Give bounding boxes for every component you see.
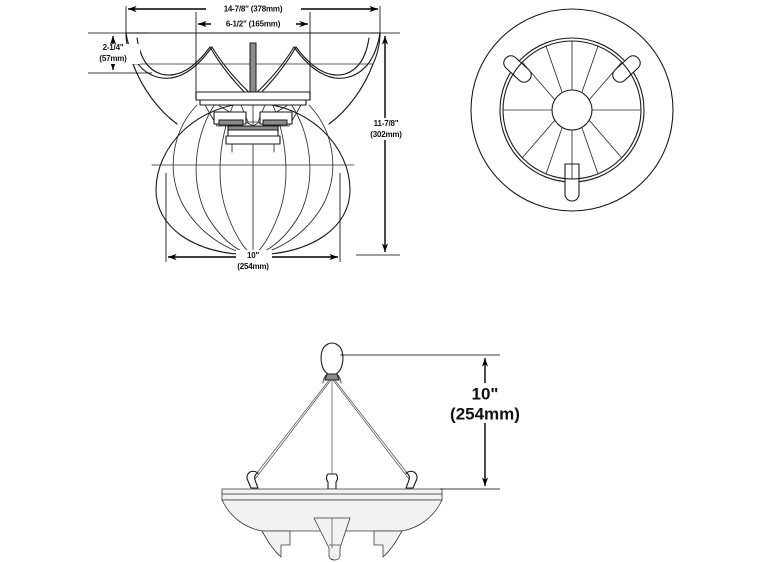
plate-hanging-tabs bbox=[261, 517, 403, 561]
mounting-tab-bottom bbox=[564, 163, 580, 202]
mounting-tab-upper-right bbox=[612, 55, 641, 83]
dimension-overall-height-label-mm: (302mm) bbox=[370, 130, 402, 139]
cable-hook-right bbox=[405, 470, 418, 489]
dimension-overall-width-label: 14-7/8" (378mm) bbox=[224, 5, 283, 14]
dimension-hanger-height-label-in: 10" bbox=[472, 384, 499, 403]
mounting-tabs bbox=[503, 55, 641, 202]
fitter-plate-second bbox=[199, 99, 307, 106]
dimension-inner-width-label: 6-1/2" (165mm) bbox=[226, 20, 281, 29]
hanger-view-dimensions: 10" (254mm) bbox=[340, 354, 533, 490]
front-elevation-view bbox=[125, 12, 381, 256]
dimension-globe-diameter: 10" (254mm) bbox=[165, 173, 341, 271]
dimension-overall-height-label-in: 11-7/8" bbox=[374, 119, 399, 128]
cable-hook-left bbox=[246, 470, 259, 489]
radial-ribs bbox=[502, 40, 642, 180]
petal-shade bbox=[125, 32, 381, 125]
cable-hooks bbox=[246, 470, 418, 490]
construction-lines bbox=[195, 12, 311, 100]
front-view-dimensions: 14-7/8" (378mm) 6-1/2" (165mm) 2-1/4" (5… bbox=[86, 3, 413, 271]
dimension-overall-width: 14-7/8" (378mm) bbox=[125, 3, 381, 33]
socket-body-band bbox=[227, 125, 279, 131]
top-plan-view bbox=[470, 8, 674, 212]
dimension-hanger-height-label-mm: (254mm) bbox=[450, 404, 520, 423]
dimension-flare-height: 2-1/4" (57mm) bbox=[86, 32, 152, 74]
socket-fitter-assembly bbox=[195, 42, 311, 153]
dimension-flare-height-label-mm: (57mm) bbox=[99, 54, 127, 63]
dimension-flare-height-label-in: 2-1/4" bbox=[103, 43, 124, 52]
dimension-globe-diameter-label-in: 10" bbox=[247, 251, 259, 260]
plate-rim bbox=[221, 488, 443, 501]
dimension-hanger-height: 10" (254mm) bbox=[340, 354, 533, 490]
suspension-cables bbox=[252, 378, 412, 480]
globe-ribs bbox=[172, 102, 334, 256]
mounting-tab-upper-left bbox=[503, 55, 532, 83]
hanger-assembly-view bbox=[221, 342, 443, 561]
bowl-plate bbox=[221, 488, 443, 532]
hanging-tab-left bbox=[261, 530, 291, 558]
dimension-inner-width: 6-1/2" (165mm) bbox=[197, 18, 308, 30]
fitter-plate-top bbox=[195, 91, 311, 101]
dimension-globe-diameter-label-mm: (254mm) bbox=[237, 262, 269, 271]
hanging-tab-right bbox=[373, 530, 403, 558]
socket-band-right bbox=[262, 119, 288, 126]
cable-hook-center bbox=[325, 473, 339, 490]
socket-base bbox=[225, 135, 281, 145]
outer-rim-outer-edge bbox=[470, 8, 674, 212]
center-hub bbox=[551, 89, 593, 131]
socket-band-left bbox=[218, 119, 244, 126]
stem-rod bbox=[249, 42, 257, 93]
dimension-overall-height: 11-7/8" (302mm) bbox=[356, 32, 413, 256]
hanger-top-loop bbox=[320, 342, 344, 384]
